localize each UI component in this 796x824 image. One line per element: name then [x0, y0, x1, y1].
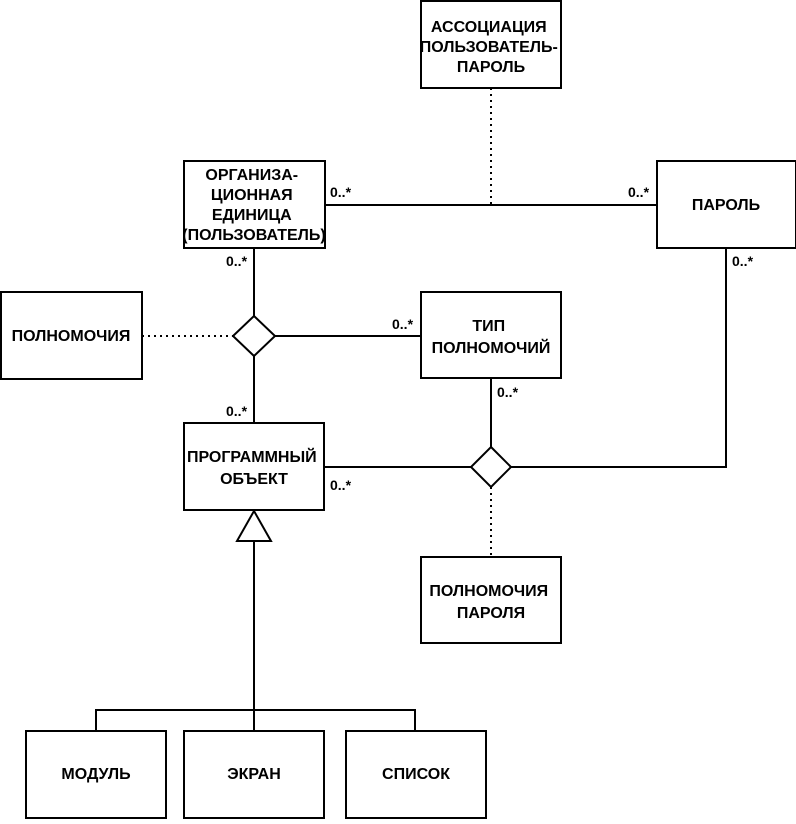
mult-org-to-password-left: 0..*	[330, 184, 352, 200]
box-authority	[0, 291, 143, 380]
association-diamond-authority	[231, 314, 277, 358]
box-password-authority	[420, 556, 562, 644]
authority-type-label: ТИП ПОЛНОМОЧИЙ	[432, 318, 551, 357]
password-authority-label-line-2: ПАРОЛЯ	[457, 605, 525, 622]
mult-program-object-top: 0..*	[226, 403, 248, 419]
authority-type-label-line-2: ПОЛНОМОЧИЙ	[432, 338, 551, 357]
module-label: МОДУЛЬ	[61, 766, 130, 783]
password-authority-label: ПОЛНОМОЧИЯ ПАРОЛЯ	[429, 583, 552, 622]
program-object-label-line-1: ПРОГРАММНЫЙ	[187, 447, 317, 466]
org-unit-label-line-1: ОРГАНИЗА-	[205, 167, 298, 184]
box-authority-type	[420, 291, 562, 379]
org-unit-label-line-3: ЕДИНИЦА	[212, 207, 292, 224]
mult-password-below: 0..*	[732, 253, 754, 269]
association-label: АССОЦИАЦИЯ ПОЛЬЗОВАТЕЛЬ- ПАРОЛЬ	[420, 19, 563, 76]
org-unit-label: ОРГАНИЗА- ЦИОННАЯ ЕДИНИЦА (ПОЛЬЗОВАТЕЛЬ)	[182, 167, 325, 244]
connector-generalization-bar	[95, 709, 416, 731]
mult-authority-type-below: 0..*	[497, 384, 519, 400]
org-unit-label-line-4: (ПОЛЬЗОВАТЕЛЬ)	[182, 227, 325, 244]
connector-diamond-password	[511, 248, 727, 468]
generalization-triangle	[235, 508, 273, 542]
list-label: СПИСОК	[382, 766, 450, 783]
box-password	[656, 160, 796, 249]
association-label-line-1: АССОЦИАЦИЯ	[431, 19, 547, 36]
program-object-label: ПРОГРАММНЫЙ ОБЪЕКТ	[187, 447, 321, 488]
association-label-line-3: ПАРОЛЬ	[457, 59, 525, 76]
org-unit-label-line-2: ЦИОННАЯ	[211, 187, 293, 204]
authority-label: ПОЛНОМОЧИЯ	[12, 328, 131, 345]
mult-authority-type-left: 0..*	[392, 316, 414, 332]
mult-org-below: 0..*	[226, 253, 248, 269]
program-object-label-line-2: ОБЪЕКТ	[220, 471, 288, 488]
password-label: ПАРОЛЬ	[692, 197, 760, 214]
box-program-object	[183, 422, 325, 511]
mult-program-object-right: 0..*	[330, 477, 352, 493]
mult-org-to-password-right: 0..*	[628, 184, 650, 200]
password-authority-label-line-1: ПОЛНОМОЧИЯ	[429, 583, 548, 600]
box-screen	[183, 730, 325, 819]
box-association	[420, 0, 562, 89]
authority-type-label-line-1: ТИП	[472, 318, 505, 335]
association-label-line-2: ПОЛЬЗОВАТЕЛЬ-	[420, 39, 558, 56]
screen-label: ЭКРАН	[227, 766, 281, 783]
box-list	[345, 730, 487, 819]
box-module	[25, 730, 167, 819]
association-diamond-password-authority	[469, 445, 513, 489]
box-org-unit	[183, 160, 326, 249]
